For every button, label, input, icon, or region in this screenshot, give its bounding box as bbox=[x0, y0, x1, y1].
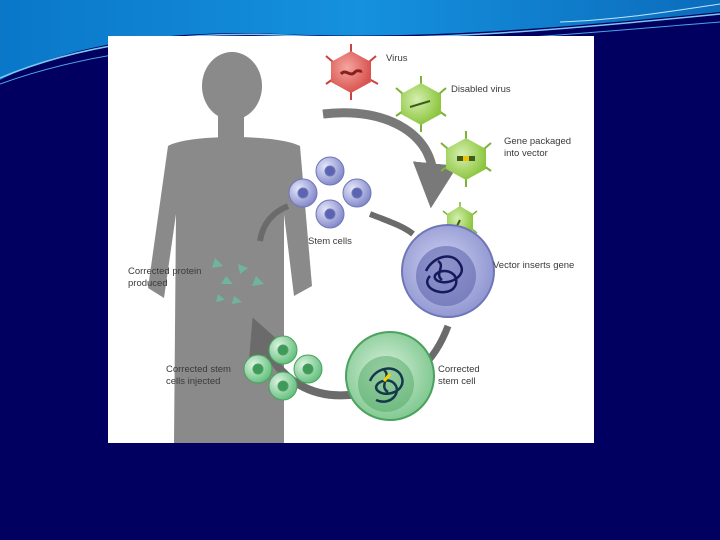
label-disabled-virus: Disabled virus bbox=[451, 84, 511, 96]
label-virus: Virus bbox=[386, 53, 407, 65]
label-corrected-stem-cell: Corrected stem cell bbox=[438, 364, 480, 388]
label-corrected-stem-injected: Corrected stem cells injected bbox=[166, 364, 231, 388]
label-gene-packaged: Gene packaged into vector bbox=[504, 136, 571, 160]
label-corrected-protein: Corrected protein produced bbox=[128, 266, 201, 290]
host-cell-with-vector-icon bbox=[402, 225, 494, 317]
label-vector-inserts-gene: Vector inserts gene bbox=[493, 260, 574, 272]
corrected-stem-cell-icon bbox=[346, 332, 434, 420]
label-stem-cells: Stem cells bbox=[308, 236, 352, 248]
gene-therapy-figure: Virus Disabled virus Gene packaged into … bbox=[108, 36, 594, 443]
